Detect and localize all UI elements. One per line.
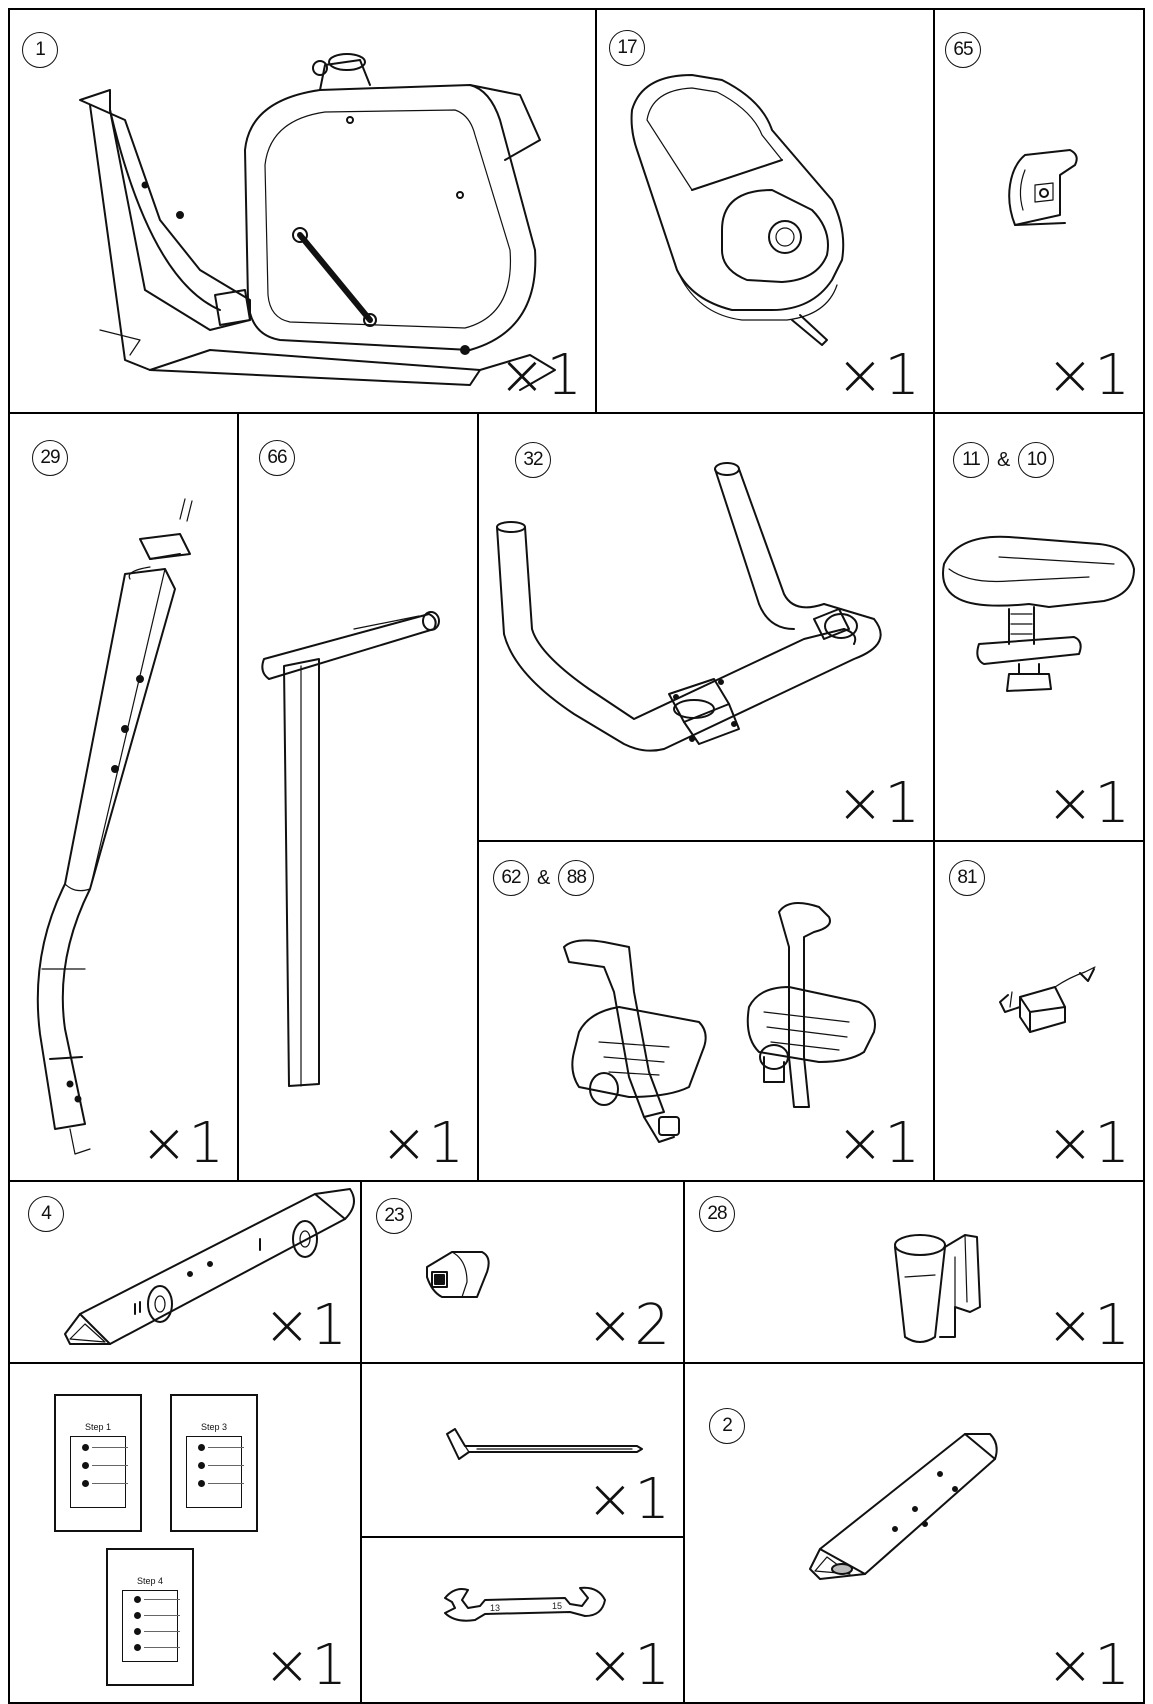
part-cell-65: 65 ×1	[933, 8, 1145, 414]
part-cell-62-88: 62 & 88 ×1	[477, 840, 935, 1182]
manual-step-title: Step 4	[122, 1572, 178, 1591]
wrench-drawing: 13 15	[444, 1586, 606, 1622]
quantity-label: ×1	[1046, 343, 1131, 408]
part-cell-66: 66 ×1	[237, 412, 479, 1182]
quantity-label: ×2	[586, 1293, 671, 1358]
part-number-28: 28	[699, 1196, 735, 1232]
wrench-cell: 13 15 ×1	[360, 1536, 685, 1704]
quantity-label: ×1	[1046, 1293, 1131, 1358]
quantity-label: ×1	[836, 1111, 921, 1176]
part-cell-2: 2 ×1	[683, 1362, 1145, 1704]
part-cell-28: 28 ×1	[683, 1180, 1145, 1364]
part-number-88: 88	[558, 860, 595, 896]
part-number-66: 66	[259, 440, 295, 476]
power-adapter-drawing	[999, 966, 1096, 1033]
console-drawing	[630, 74, 845, 346]
end-cap-23-drawing	[426, 1251, 490, 1298]
part-number-62: 62	[493, 860, 529, 896]
front-stabilizer-drawing	[64, 1188, 355, 1345]
wrench-size-15: 15	[552, 1601, 562, 1611]
quantity-label: ×1	[498, 343, 583, 408]
part-cell-32: 32 ×1	[477, 412, 935, 842]
quantity-label: ×1	[586, 1633, 671, 1698]
rear-stabilizer-drawing	[809, 1433, 998, 1580]
part-number-17: 17	[609, 30, 645, 66]
part-cell-1: 1 ×1	[8, 8, 597, 414]
quantity-label: ×1	[1046, 1633, 1131, 1698]
part-number-11: 11	[953, 442, 989, 478]
part-number-2: 2	[709, 1408, 745, 1444]
allen-key-drawing	[446, 1428, 643, 1460]
part-number-23: 23	[376, 1198, 412, 1234]
manual-step-title: Step 1	[70, 1418, 126, 1437]
part-number-4: 4	[28, 1196, 64, 1232]
quantity-label: ×1	[836, 771, 921, 836]
quantity-label: ×1	[586, 1467, 671, 1532]
part-number-1: 1	[22, 32, 58, 68]
part-cell-11-10: 11 & 10 ×1	[933, 412, 1145, 842]
bracket-65-drawing	[1008, 149, 1078, 226]
part-number-32: 32	[515, 442, 551, 478]
main-frame-drawing	[79, 53, 556, 391]
part-cell-81: 81 ×1	[933, 840, 1145, 1182]
seat-post-drawing	[261, 611, 440, 1087]
manual-booklet-step-4: Step 4	[106, 1548, 194, 1686]
part-cell-17: 17 ×1	[595, 8, 935, 414]
quantity-label: ×1	[1046, 1111, 1131, 1176]
part-number-29: 29	[32, 440, 68, 476]
part-number-81: 81	[949, 860, 985, 896]
handlebar-drawing	[496, 462, 882, 752]
bottle-holder-drawing	[894, 1234, 981, 1343]
quantity-label: ×1	[263, 1633, 348, 1698]
quantity-label: ×1	[380, 1111, 465, 1176]
ampersand: &	[997, 448, 1011, 471]
part-number-65: 65	[945, 32, 981, 68]
part-number-10: 10	[1018, 442, 1055, 478]
manuals-cell: Step 1 Step 3 Step 4 ×1	[8, 1362, 362, 1704]
pedals-drawing	[563, 902, 876, 1143]
part-cell-4: 4 ×1	[8, 1180, 362, 1364]
manual-booklet-step-3: Step 3	[170, 1394, 258, 1532]
manual-step-title: Step 3	[186, 1418, 242, 1437]
quantity-label: ×1	[140, 1111, 225, 1176]
quantity-label: ×1	[836, 343, 921, 408]
seat-drawing	[942, 535, 1135, 692]
manual-booklet-step-1: Step 1	[54, 1394, 142, 1532]
console-mast-drawing	[36, 498, 193, 1155]
quantity-label: ×1	[263, 1293, 348, 1358]
wrench-size-13: 13	[490, 1603, 500, 1613]
allen-key-cell: ×1	[360, 1362, 685, 1538]
ampersand: &	[537, 866, 551, 889]
quantity-label: ×1	[1046, 771, 1131, 836]
part-cell-29: 29 ×1	[8, 412, 239, 1182]
part-cell-23: 23 ×2	[360, 1180, 685, 1364]
